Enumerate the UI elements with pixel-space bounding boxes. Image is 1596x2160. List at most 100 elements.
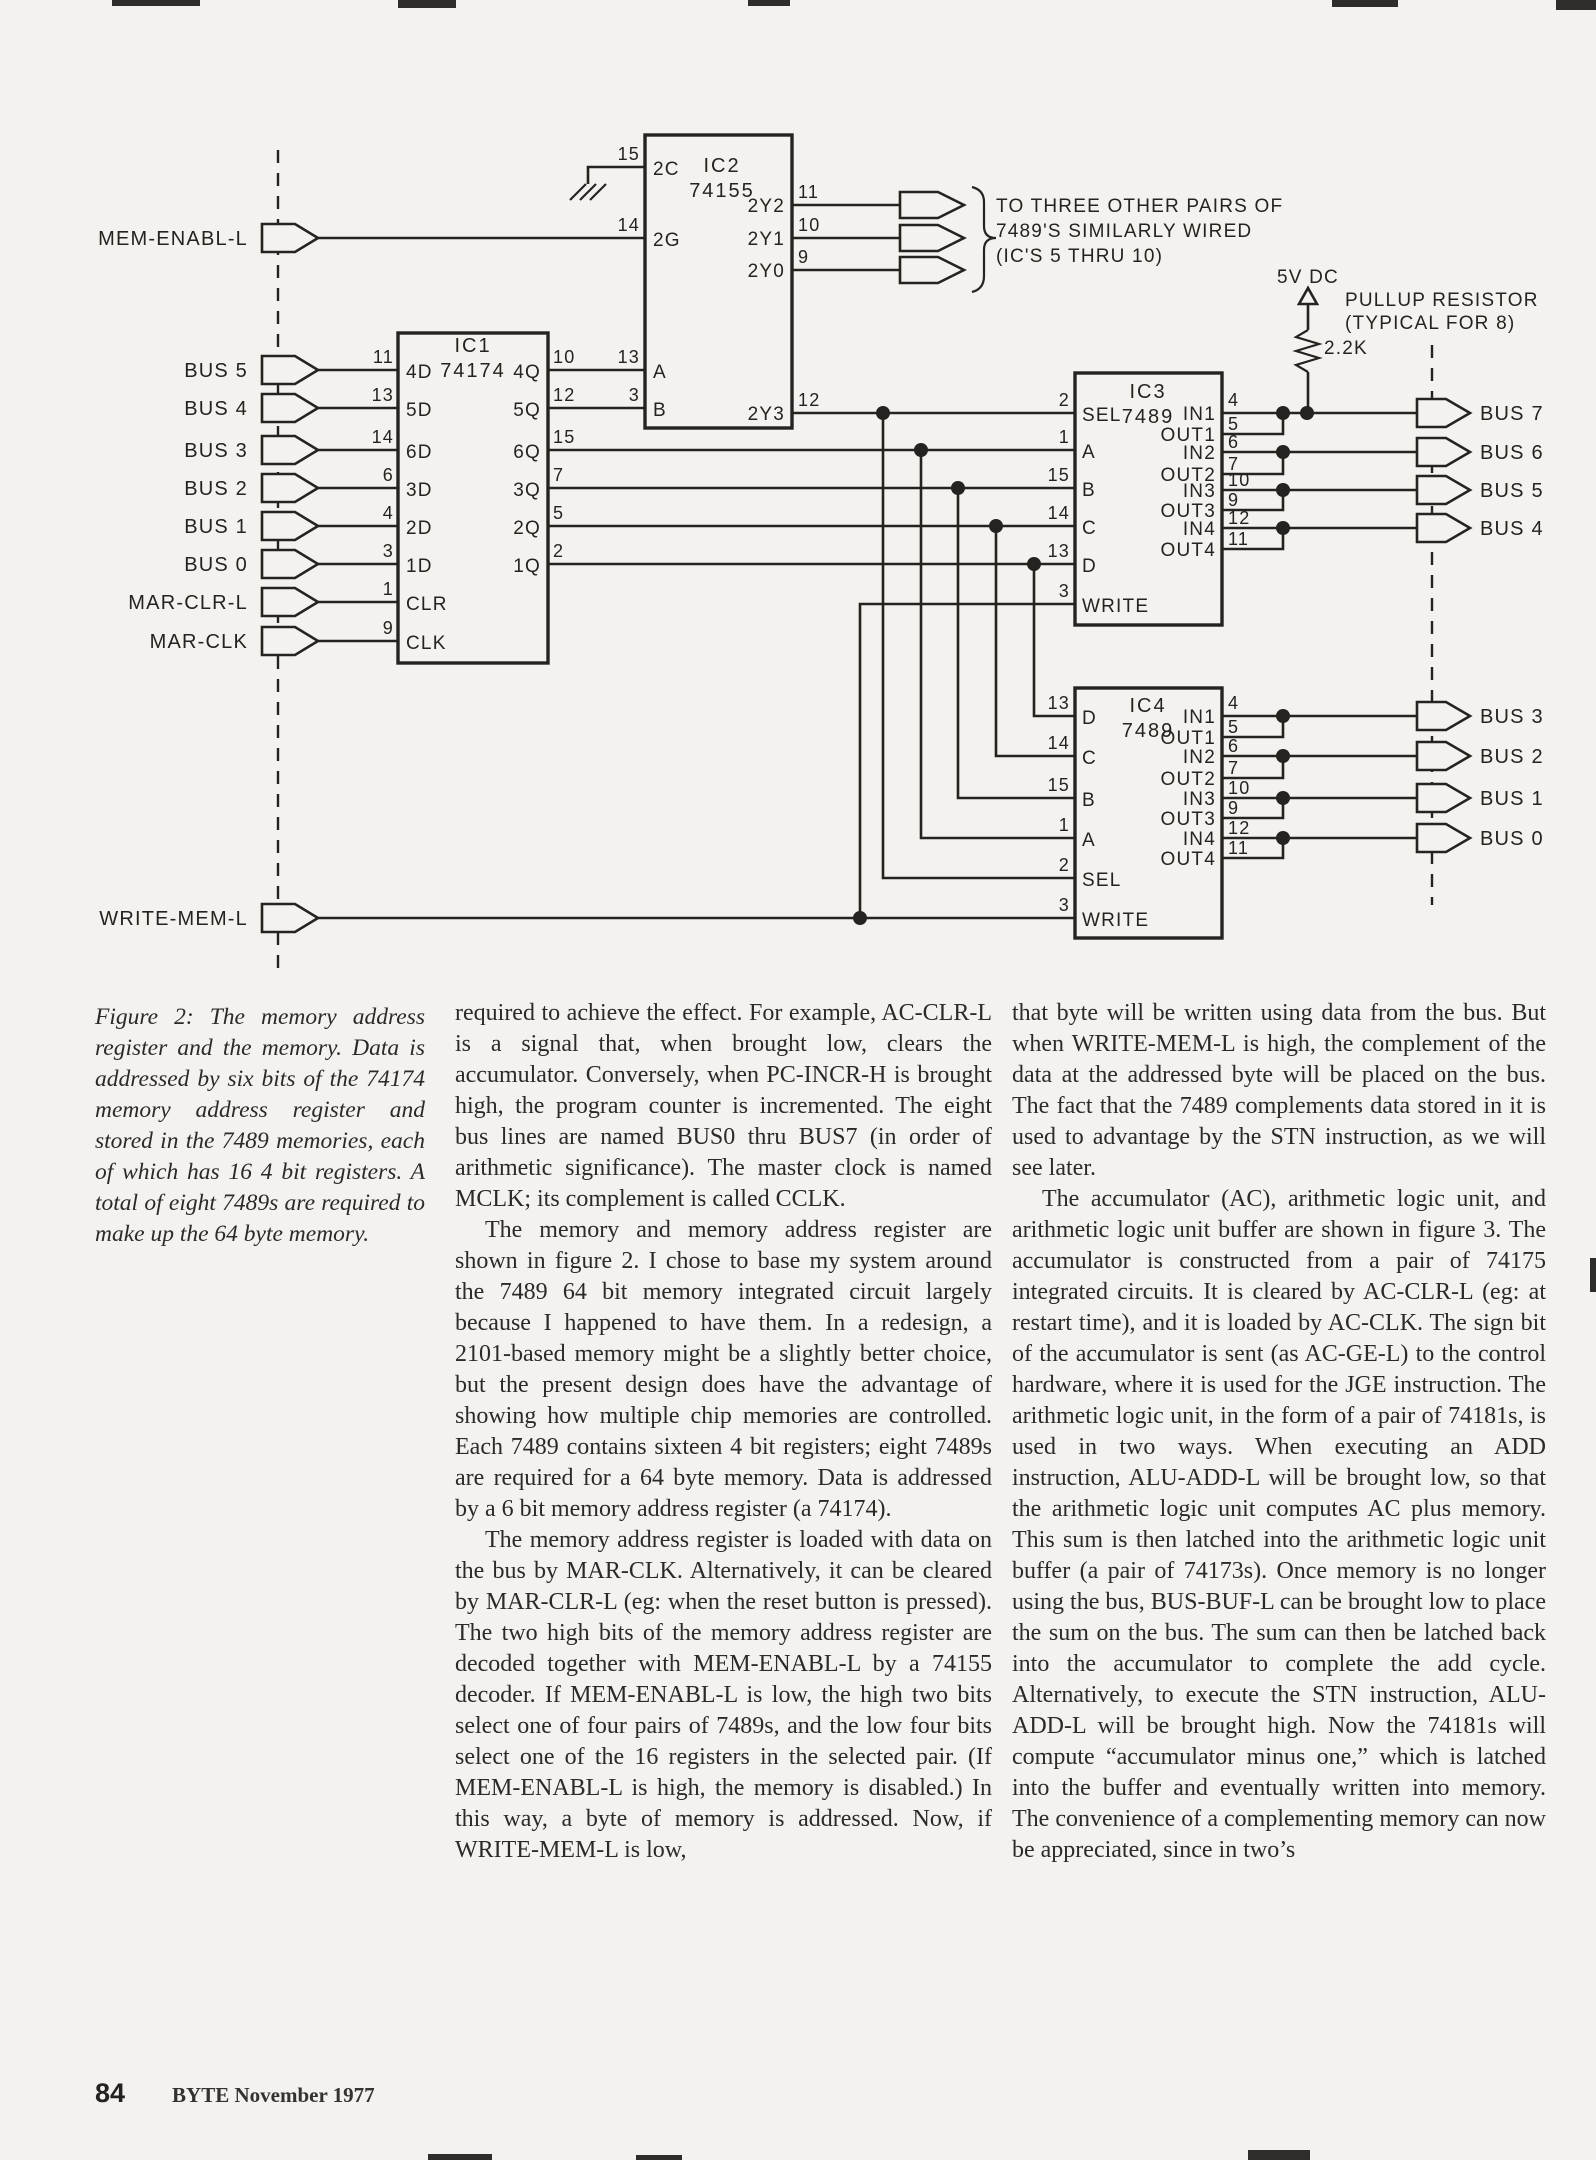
ic4-part: 7489 [1122,720,1175,742]
label-bus7-out: BUS 7 [1480,403,1544,425]
paragraph: that byte will be written using data fro… [1012,1000,1546,1181]
ic4-out1: OUT1 [1161,728,1216,749]
ic4-pin13: 13 [1048,693,1070,713]
ic1-box [396,331,550,665]
ic4-in2: IN2 [1183,747,1216,768]
pullup-label2: (TYPICAL FOR 8) [1345,313,1515,334]
ic2-2y3: 2Y3 [748,404,785,425]
ic4-in4: IN4 [1183,829,1216,850]
ic3-pin13: 13 [1048,541,1070,561]
input-arrows [260,222,321,934]
note-line3: (IC'S 5 THRU 10) [996,246,1163,267]
label-bus5: BUS 5 [184,360,248,382]
ic4-pin5: 5 [1228,717,1239,737]
ic3-pin7: 7 [1228,454,1239,474]
ic2-2y1: 2Y1 [748,229,785,250]
ic3-in3: IN3 [1183,481,1216,502]
label-bus4: BUS 4 [184,398,248,420]
arrow-2y0 [898,255,967,285]
ic3-pin1: 1 [1059,427,1070,447]
ic3-d: D [1082,556,1097,577]
figure-2-schematic: MEM-ENABL-L BUS 5 BUS 4 BUS 3 BUS 2 BUS … [98,133,1544,975]
ic3-in2: IN2 [1183,443,1216,464]
ic4-in3: IN3 [1183,789,1216,810]
ic1-clk: CLK [406,633,447,654]
ic3-pin10: 10 [1228,470,1250,490]
scan-artifact [1590,1258,1596,1292]
ic4-pin11: 11 [1228,838,1249,858]
ic1-pin6: 6 [383,465,394,485]
arrow-bus4 [260,392,321,424]
ic2-2g: 2G [653,230,681,251]
ic2-pin14: 14 [618,215,640,235]
arrow-bus1-out [1415,782,1473,814]
ic4-pin15: 15 [1048,775,1070,795]
ic2-b: B [653,400,667,421]
brace-icon [971,185,997,294]
ic4-a: A [1082,830,1096,851]
label-bus4-out: BUS 4 [1480,518,1544,540]
ic1-pin7: 7 [553,465,564,485]
ic2-2y2: 2Y2 [748,196,785,217]
ic3-pin5: 5 [1228,414,1239,434]
ic3-pin3: 3 [1059,581,1070,601]
scan-artifact [636,2155,682,2160]
label-bus2: BUS 2 [184,478,248,500]
ic1-pin9: 9 [383,618,394,638]
arrow-mem-enabl [260,222,321,254]
ic1-pin5: 5 [553,503,564,523]
arrow-bus5-out [1415,474,1473,506]
ic3-pin11: 11 [1228,529,1249,549]
arrow-mar-clr [260,586,321,618]
label-bus5-out: BUS 5 [1480,480,1544,502]
arrow-bus7-out [1415,397,1473,429]
arrow-bus1 [260,510,321,542]
note-line1: TO THREE OTHER PAIRS OF [996,196,1283,217]
scan-artifact [1248,2150,1310,2160]
bus-output-arrows [1415,397,1473,854]
ic1-pin15: 15 [553,427,575,447]
arrow-bus4-out [1415,512,1473,544]
ic1-pin4: 4 [383,503,394,523]
arrow-2y2 [898,190,967,220]
ic2-pin12: 12 [798,390,820,410]
ic3-in4: IN4 [1183,519,1216,540]
label-bus3: BUS 3 [184,440,248,462]
label-bus2-out: BUS 2 [1480,746,1544,768]
ic4-pin14: 14 [1048,733,1070,753]
paragraph: required to achieve the effect. For exam… [455,1000,992,1212]
ic2-part: 74155 [689,180,755,202]
label-mar-clk: MAR-CLK [150,631,248,653]
junction-dots [853,406,1314,925]
label-bus3-out: BUS 3 [1480,706,1544,728]
ic3-part: 7489 [1122,406,1175,428]
decoder-output-arrows [898,185,997,294]
ic3-in1: IN1 [1183,404,1216,425]
ic3-box [1073,371,1224,627]
ic1-clr: CLR [406,594,448,615]
ic4-pin6: 6 [1228,736,1239,756]
ic1-4q: 4Q [513,362,541,383]
figure-caption: Figure 2: The memory address register an… [95,1002,425,1250]
ic4-box [1073,686,1224,940]
ic4-pin9: 9 [1228,798,1239,818]
ic1-pin3: 3 [383,541,394,561]
ic4-c: C [1082,748,1097,769]
ic4-out2: OUT2 [1161,769,1216,790]
ic3-out1: OUT1 [1161,425,1216,446]
arrow-bus6-out [1415,436,1473,468]
ic3-pin6: 6 [1228,432,1239,452]
label-write-mem: WRITE-MEM-L [99,908,248,930]
body-column-middle: required to achieve the effect. For exam… [455,998,992,1866]
supply-label: 5V DC [1277,267,1339,288]
pullup-label1: PULLUP RESISTOR [1345,290,1539,311]
figure-caption-text: Figure 2: The memory address register an… [95,1004,425,1247]
ic3-pin2: 2 [1059,390,1070,410]
ic4-pin7: 7 [1228,758,1239,778]
scan-artifact [398,0,456,8]
arrow-bus3-out [1415,700,1473,732]
ic3-a: A [1082,442,1096,463]
ic4-pin12: 12 [1228,818,1250,838]
ic2-box [643,133,794,430]
